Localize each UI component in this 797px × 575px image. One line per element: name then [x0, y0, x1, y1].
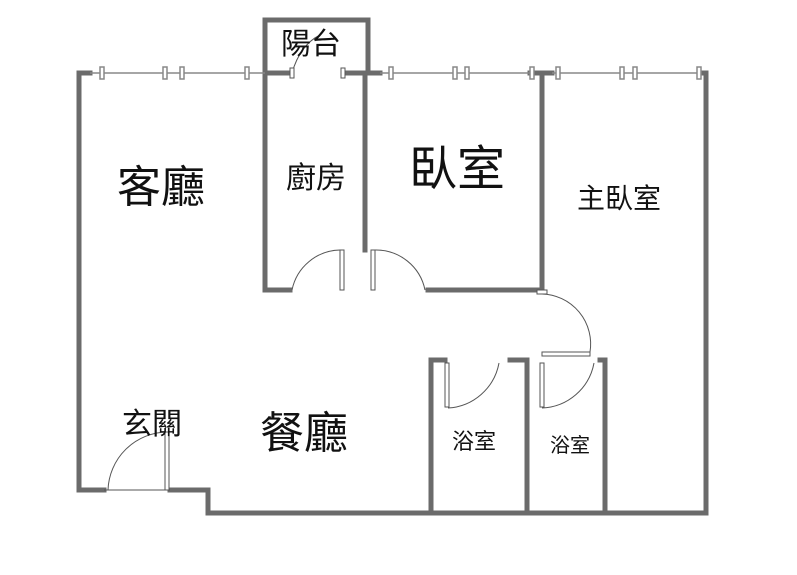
- room-label-living-room: 客廳: [117, 162, 205, 213]
- room-label-bathroom-1: 浴室: [452, 430, 497, 455]
- room-label-entry: 玄關: [122, 407, 182, 442]
- doors: [104, 34, 595, 491]
- room-label-master-bedroom: 主臥室: [577, 182, 662, 215]
- room-label-bathroom-2: 浴室: [550, 433, 590, 457]
- room-label-balcony: 陽台: [281, 27, 341, 62]
- room-label-bedroom: 臥室: [409, 141, 506, 197]
- room-label-dining-room: 餐廳: [260, 408, 348, 459]
- room-label-kitchen: 廚房: [286, 161, 346, 196]
- windows: [90, 66, 702, 80]
